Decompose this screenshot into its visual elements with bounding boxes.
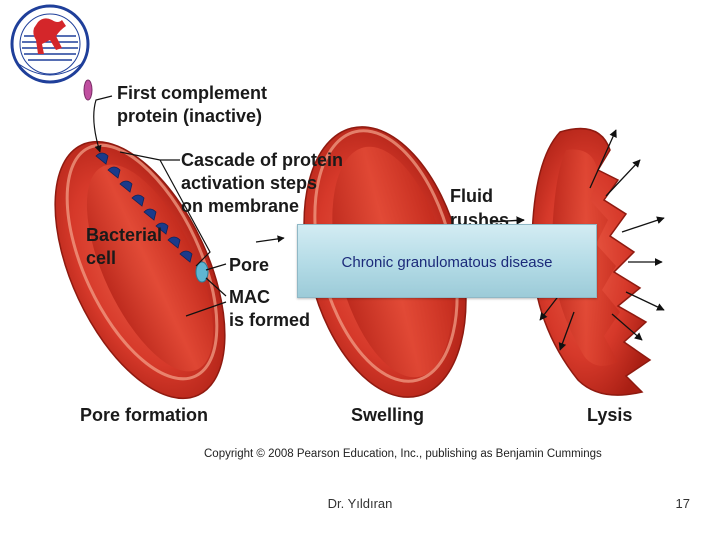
overlay-text: Chronic granulomatous disease <box>341 254 553 271</box>
copyright-notice: Copyright © 2008 Pearson Education, Inc.… <box>204 448 602 460</box>
label-protein-inactive: protein (inactive) <box>117 106 262 126</box>
label-activation-steps: activation steps <box>181 173 317 193</box>
label-mac: MAC <box>229 287 270 307</box>
label-fluid: Fluid <box>450 186 493 206</box>
bacterial-cell-pore-formation <box>54 140 226 400</box>
label-cell: cell <box>86 248 116 268</box>
complement-protein-icon <box>83 79 93 101</box>
page-number: 17 <box>675 496 690 511</box>
label-pore: Pore <box>229 255 269 275</box>
label-is-formed: is formed <box>229 310 310 330</box>
caption-lysis: Lysis <box>587 405 632 425</box>
caption-swelling: Swelling <box>351 405 424 425</box>
label-bacterial: Bacterial <box>86 225 162 245</box>
label-on-membrane: on membrane <box>181 196 299 216</box>
overlay-textbox: Chronic granulomatous disease <box>297 224 597 298</box>
caption-pore-formation: Pore formation <box>80 405 208 425</box>
footer-author: Dr. Yıldıran <box>327 496 393 511</box>
label-cascade: Cascade of protein <box>181 150 343 170</box>
label-first-complement: First complement <box>117 83 267 103</box>
university-logo-icon <box>10 4 90 84</box>
